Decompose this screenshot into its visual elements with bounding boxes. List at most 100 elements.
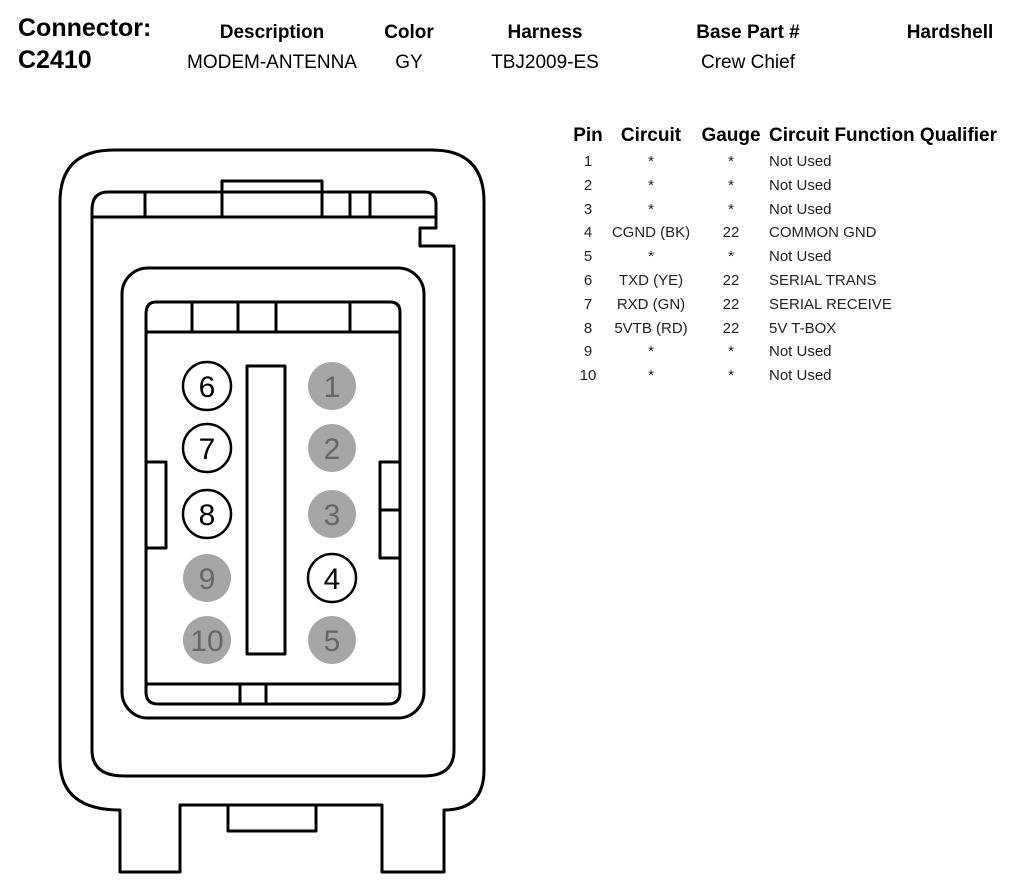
circuit-cell: * bbox=[648, 176, 654, 194]
table-row: 3 * * Not Used bbox=[0, 201, 1032, 223]
color-label: Color bbox=[384, 22, 434, 43]
pin-cell: 8 bbox=[583, 319, 593, 337]
connector-pin: 9 bbox=[183, 554, 231, 602]
hardshell-label: Hardshell bbox=[906, 22, 994, 43]
function-cell: COMMON GND bbox=[769, 224, 877, 242]
table-header-circuit: Circuit bbox=[620, 125, 682, 146]
pin-label: 3 bbox=[324, 499, 341, 532]
connector-label: Connector: bbox=[18, 14, 152, 42]
function-cell: Not Used bbox=[769, 176, 832, 194]
gauge-cell: * bbox=[728, 248, 734, 266]
mating-face bbox=[120, 266, 426, 720]
gauge-cell: 22 bbox=[722, 319, 740, 337]
description-label: Description bbox=[219, 22, 325, 43]
pin-label: 2 bbox=[324, 433, 341, 466]
pin-cell: 1 bbox=[583, 153, 593, 170]
pin-label: 7 bbox=[199, 433, 216, 466]
harness-label: Harness bbox=[507, 22, 583, 43]
connector-pin: 10 bbox=[183, 616, 231, 664]
connector-pin: 3 bbox=[308, 490, 356, 538]
latch-tab bbox=[220, 179, 324, 219]
pin-label: 4 bbox=[324, 563, 341, 596]
pin-circle bbox=[308, 616, 356, 664]
circuit-cell: 5VTB (RD) bbox=[614, 319, 688, 337]
connector-id: C2410 bbox=[18, 46, 92, 74]
connector-pin: 7 bbox=[181, 422, 233, 474]
function-cell: SERIAL TRANS bbox=[769, 272, 877, 289]
circuit-cell: * bbox=[648, 343, 654, 361]
pin-cell: 2 bbox=[583, 176, 593, 194]
function-cell: SERIAL RECEIVE bbox=[769, 295, 892, 313]
gauge-cell: 22 bbox=[722, 295, 740, 313]
function-cell: Not Used bbox=[769, 343, 832, 361]
table-row: 2 * * Not Used bbox=[0, 177, 1032, 199]
circuit-cell: * bbox=[648, 153, 654, 170]
circuit-cell: RXD (GN) bbox=[616, 295, 686, 313]
pin-label: 1 bbox=[324, 371, 341, 404]
table-header-pin: Pin bbox=[573, 125, 603, 146]
pin-cell: 6 bbox=[583, 272, 593, 289]
function-cell: Not Used bbox=[769, 367, 832, 385]
function-cell: Not Used bbox=[769, 153, 832, 170]
pin-label: 6 bbox=[199, 371, 216, 404]
connector-pin: 2 bbox=[308, 424, 356, 472]
circuit-cell: * bbox=[648, 248, 654, 266]
pin-cell: 3 bbox=[583, 200, 593, 218]
pin-cell: 5 bbox=[583, 248, 593, 266]
table-header-gauge: Gauge bbox=[701, 125, 761, 146]
table-row: 5 * * Not Used bbox=[0, 248, 1032, 270]
table-row: 10 * * Not Used bbox=[0, 367, 1032, 389]
description-value: MODEM-ANTENNA bbox=[187, 52, 357, 73]
bottom-tab bbox=[226, 803, 318, 833]
pin-cell: 10 bbox=[579, 367, 597, 385]
table-row: 8 5VTB (RD) 22 5V T-BOX bbox=[0, 320, 1032, 342]
base-part-label: Base Part # bbox=[696, 22, 800, 43]
connector-pin: 8 bbox=[181, 488, 233, 540]
table-row: 9 * * Not Used bbox=[0, 343, 1032, 365]
pin-circle bbox=[183, 616, 231, 664]
gauge-cell: * bbox=[728, 153, 734, 170]
connector-pin: 5 bbox=[308, 616, 356, 664]
pin-cell: 7 bbox=[583, 295, 593, 313]
pin-cell: 9 bbox=[583, 343, 593, 361]
table-header-function: Circuit Function Qualifier bbox=[769, 125, 998, 146]
gauge-cell: * bbox=[728, 367, 734, 385]
gauge-cell: 22 bbox=[722, 272, 740, 289]
circuit-cell: * bbox=[648, 200, 654, 218]
connector-pin: 4 bbox=[306, 552, 358, 604]
pin-circle bbox=[306, 552, 358, 604]
pin-circle bbox=[308, 490, 356, 538]
color-value: GY bbox=[395, 52, 423, 73]
gauge-cell: * bbox=[728, 200, 734, 218]
pin-cell: 4 bbox=[583, 224, 593, 242]
pin-circle bbox=[308, 362, 356, 410]
pin-label: 8 bbox=[199, 499, 216, 532]
gauge-cell: * bbox=[728, 343, 734, 361]
function-cell: Not Used bbox=[769, 248, 832, 266]
pin-label: 9 bbox=[199, 563, 216, 596]
connector-pin: 6 bbox=[181, 360, 233, 412]
pin-circle bbox=[183, 554, 231, 602]
connector-inner-housing bbox=[90, 190, 456, 778]
center-divider bbox=[245, 364, 287, 656]
pin-label: 10 bbox=[190, 625, 223, 658]
base-part-value: Crew Chief bbox=[701, 52, 795, 73]
table-row: 7 RXD (GN) 22 SERIAL RECEIVE bbox=[0, 296, 1032, 318]
table-row: 1 * * Not Used bbox=[0, 153, 1032, 175]
function-cell: Not Used bbox=[769, 200, 832, 218]
pin-label: 5 bbox=[324, 625, 341, 658]
harness-value: TBJ2009-ES bbox=[491, 52, 599, 73]
gauge-cell: * bbox=[728, 176, 734, 194]
pin-circle bbox=[181, 360, 233, 412]
circuit-cell: * bbox=[648, 367, 654, 385]
pin-cavity-area bbox=[144, 300, 402, 706]
gauge-cell: 22 bbox=[722, 224, 740, 242]
pin-circle bbox=[308, 424, 356, 472]
pin-circle bbox=[181, 488, 233, 540]
function-cell: 5V T-BOX bbox=[769, 319, 837, 337]
connector-pin: 1 bbox=[308, 362, 356, 410]
left-key bbox=[144, 460, 168, 550]
